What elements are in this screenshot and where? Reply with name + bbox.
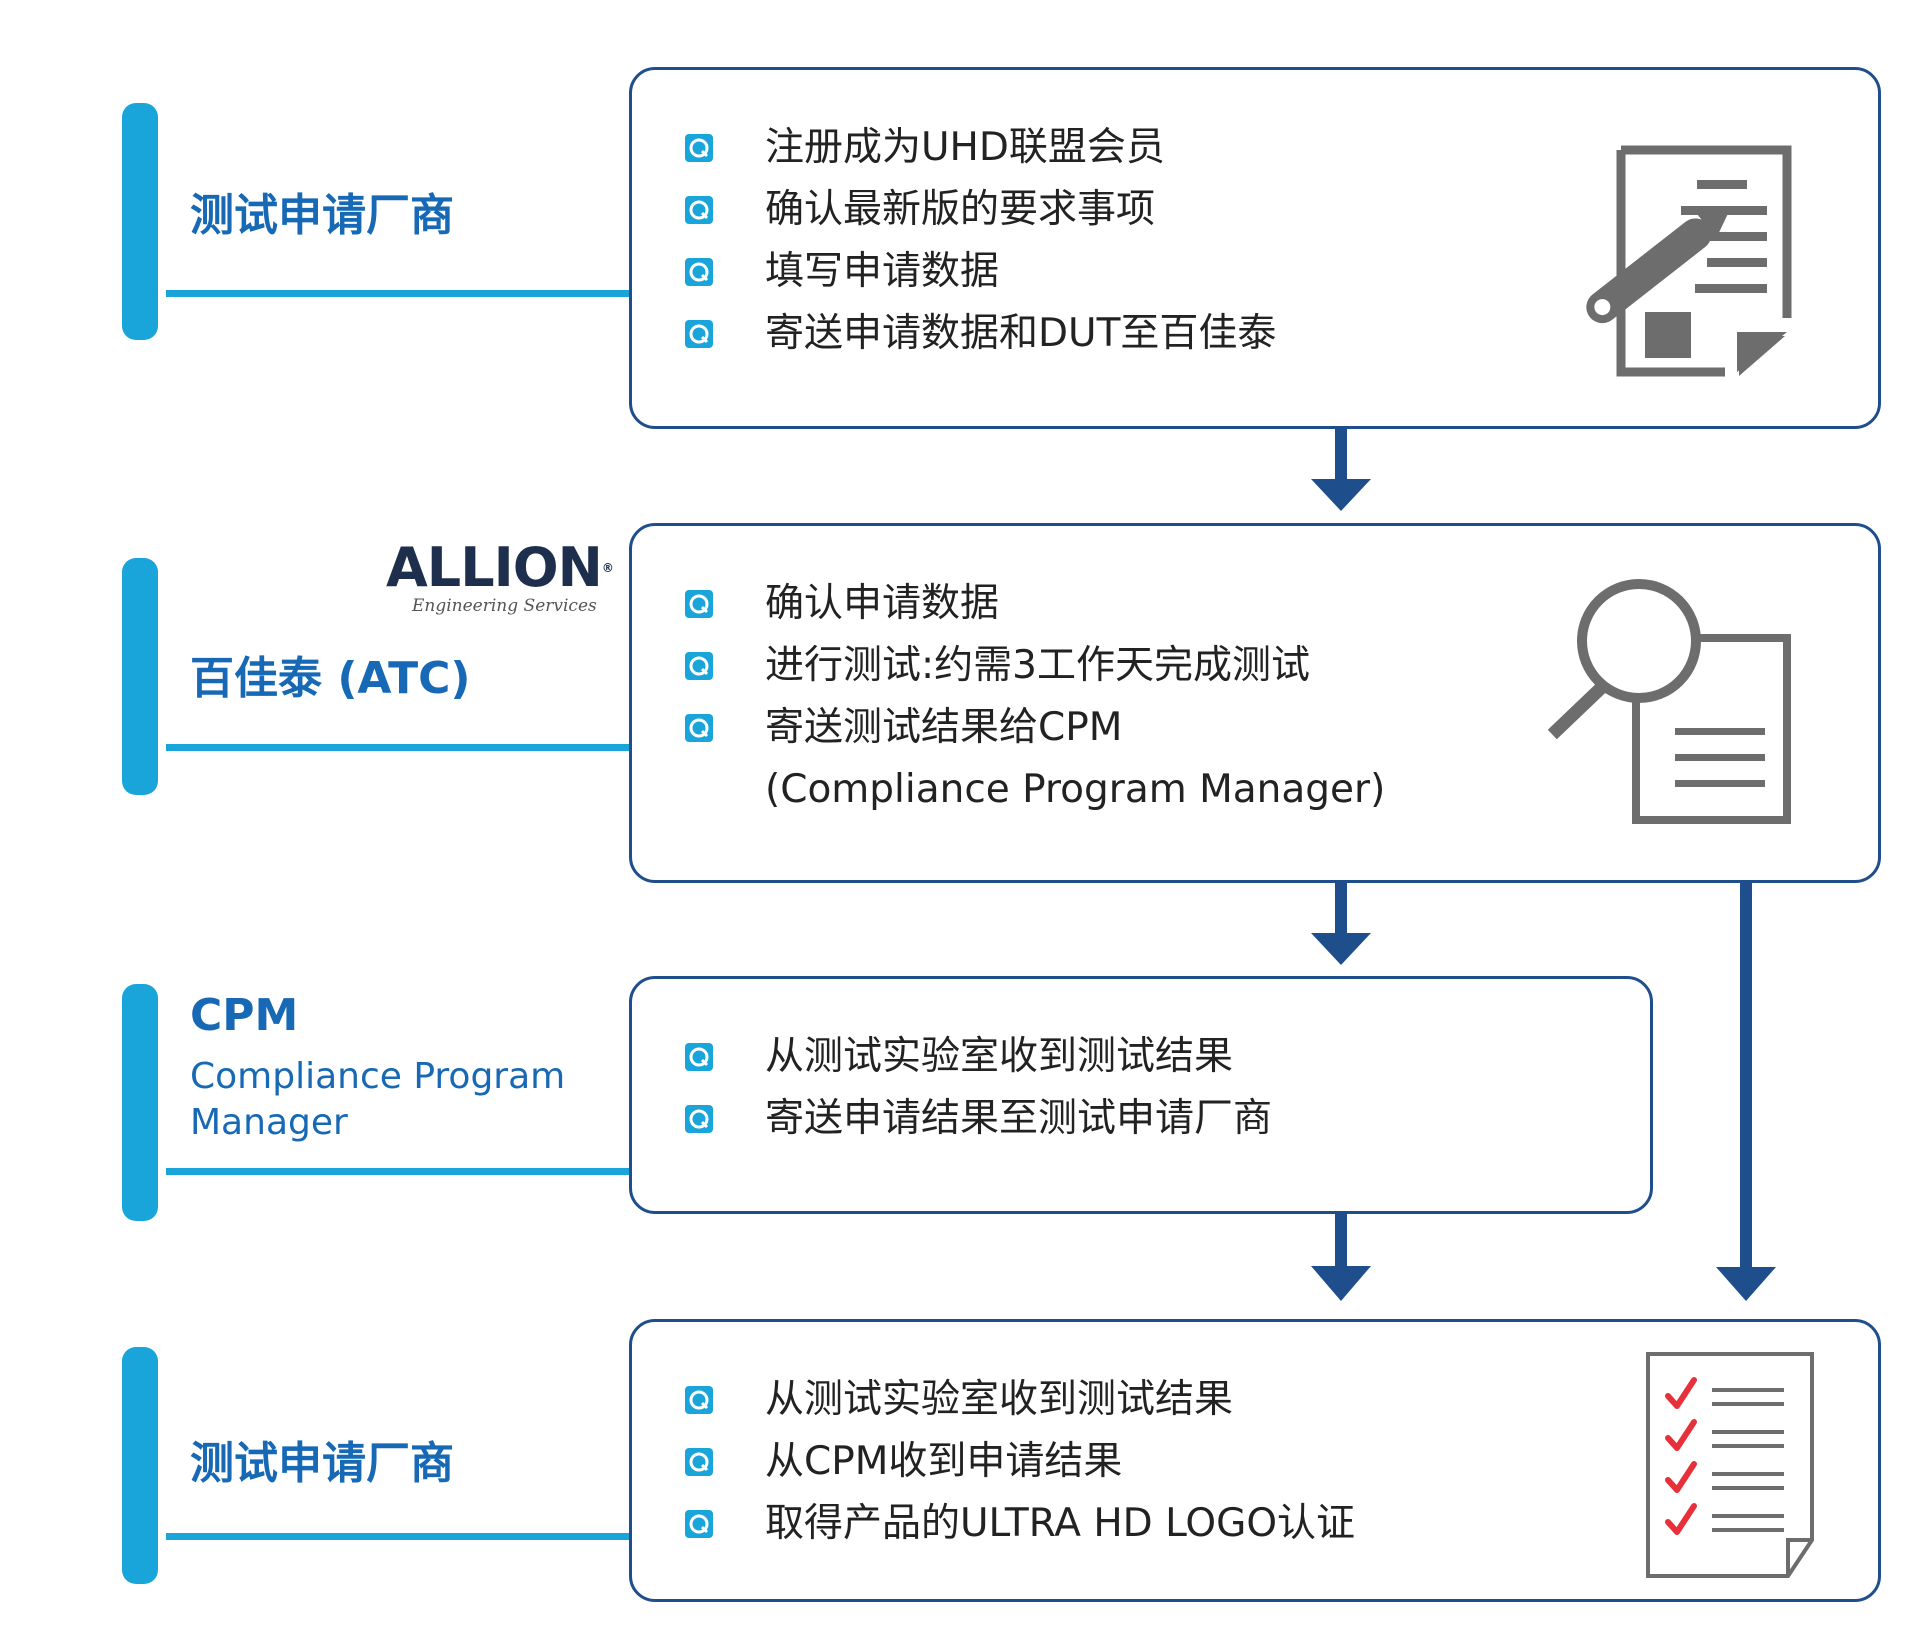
- stage-4-title: 测试申请厂商: [190, 1438, 454, 1489]
- item-text: 确认最新版的要求事项: [765, 187, 1156, 232]
- stage-3-subtitle-line-1: Compliance Program: [190, 1056, 566, 1097]
- stage-1-bar: [122, 103, 158, 340]
- stage-2-title: 百佳泰 (ATC): [190, 653, 471, 704]
- item-text: 寄送申请数据和DUT至百佳泰: [765, 311, 1277, 356]
- item-text: 寄送测试结果给CPM: [765, 705, 1123, 750]
- list-item: 填写申请数据: [685, 241, 1276, 303]
- stage-3-subtitle-line-2: Manager: [190, 1102, 348, 1143]
- arrow-down-2: [1311, 883, 1371, 965]
- stage-3-box: 从测试实验室收到测试结果 寄送申请结果至测试申请厂商: [629, 976, 1653, 1214]
- magnifier-bullet-icon: [685, 590, 713, 618]
- arrow-down-3: [1311, 1214, 1371, 1301]
- magnifier-bullet-icon: [685, 134, 713, 162]
- magnifier-bullet-icon: [685, 1448, 713, 1476]
- stage-4-box: 从测试实验室收到测试结果 从CPM收到申请结果 取得产品的ULTRA HD LO…: [629, 1319, 1881, 1602]
- item-text: 寄送申请结果至测试申请厂商: [765, 1096, 1273, 1141]
- list-item: 从测试实验室收到测试结果: [685, 1369, 1355, 1431]
- stage-2-box: 确认申请数据 进行测试:约需3工作天完成测试 寄送测试结果给CPM (Compl…: [629, 523, 1881, 883]
- checklist-icon: [1646, 1352, 1814, 1578]
- magnifier-bullet-icon: [685, 258, 713, 286]
- stage-1-title: 测试申请厂商: [190, 190, 454, 241]
- item-text: 注册成为UHD联盟会员: [765, 125, 1165, 170]
- stage-1-list: 注册成为UHD联盟会员 确认最新版的要求事项 填写申请数据 寄送申请数据和DUT…: [685, 117, 1276, 365]
- list-item: 注册成为UHD联盟会员: [685, 117, 1276, 179]
- item-text: 从测试实验室收到测试结果: [765, 1034, 1234, 1079]
- arrow-down-1: [1311, 429, 1371, 511]
- stage-3-connector: [166, 1168, 629, 1175]
- item-text: 取得产品的ULTRA HD LOGO认证: [765, 1501, 1356, 1546]
- stage-1-connector: [166, 290, 629, 297]
- document-search-icon: [1547, 579, 1791, 824]
- magnifier-bullet-icon: [685, 1386, 713, 1414]
- logo-registered-mark: ®: [601, 561, 614, 575]
- logo-brand: ALLION®: [386, 540, 614, 596]
- magnifier-bullet-icon: [685, 1510, 713, 1538]
- list-item: 寄送测试结果给CPM: [685, 697, 1385, 759]
- stage-4-bar: [122, 1347, 158, 1584]
- list-item: 确认申请数据: [685, 573, 1385, 635]
- magnifier-bullet-icon: [685, 320, 713, 348]
- item-text: 从CPM收到申请结果: [765, 1439, 1123, 1484]
- logo-tagline: Engineering Services: [412, 596, 597, 616]
- document-edit-icon: [1586, 145, 1792, 377]
- stage-2-list: 确认申请数据 进行测试:约需3工作天完成测试 寄送测试结果给CPM (Compl…: [685, 573, 1385, 821]
- list-item: 取得产品的ULTRA HD LOGO认证: [685, 1493, 1355, 1555]
- magnifier-bullet-icon: [685, 714, 713, 742]
- allion-logo: ALLION® Engineering Services: [386, 540, 614, 617]
- stage-3-title: CPM: [190, 990, 299, 1041]
- stage-2-bar: [122, 558, 158, 795]
- arrow-down-bypass: [1716, 883, 1776, 1301]
- magnifier-bullet-icon: [685, 652, 713, 680]
- stage-2-connector: [166, 744, 629, 751]
- list-item: 进行测试:约需3工作天完成测试: [685, 635, 1385, 697]
- stage-3-bar: [122, 984, 158, 1221]
- logo-brand-text: ALLION: [386, 536, 603, 599]
- item-text: 填写申请数据: [765, 249, 1000, 294]
- item-text: 进行测试:约需3工作天完成测试: [765, 643, 1310, 688]
- item-text: 确认申请数据: [765, 581, 1000, 626]
- stage-4-connector: [166, 1533, 629, 1540]
- stage-3-list: 从测试实验室收到测试结果 寄送申请结果至测试申请厂商: [685, 1026, 1272, 1150]
- magnifier-bullet-icon: [685, 1043, 713, 1071]
- list-item-continuation: (Compliance Program Manager): [765, 767, 1386, 812]
- magnifier-bullet-icon: [685, 196, 713, 224]
- list-item: 寄送申请结果至测试申请厂商: [685, 1088, 1272, 1150]
- magnifier-bullet-icon: [685, 1105, 713, 1133]
- list-item: 从CPM收到申请结果: [685, 1431, 1355, 1493]
- list-item: 寄送申请数据和DUT至百佳泰: [685, 303, 1276, 365]
- stage-1-box: 注册成为UHD联盟会员 确认最新版的要求事项 填写申请数据 寄送申请数据和DUT…: [629, 67, 1881, 429]
- stage-4-list: 从测试实验室收到测试结果 从CPM收到申请结果 取得产品的ULTRA HD LO…: [685, 1369, 1355, 1555]
- list-item: 确认最新版的要求事项: [685, 179, 1276, 241]
- item-text: 从测试实验室收到测试结果: [765, 1377, 1234, 1422]
- list-item: 从测试实验室收到测试结果: [685, 1026, 1272, 1088]
